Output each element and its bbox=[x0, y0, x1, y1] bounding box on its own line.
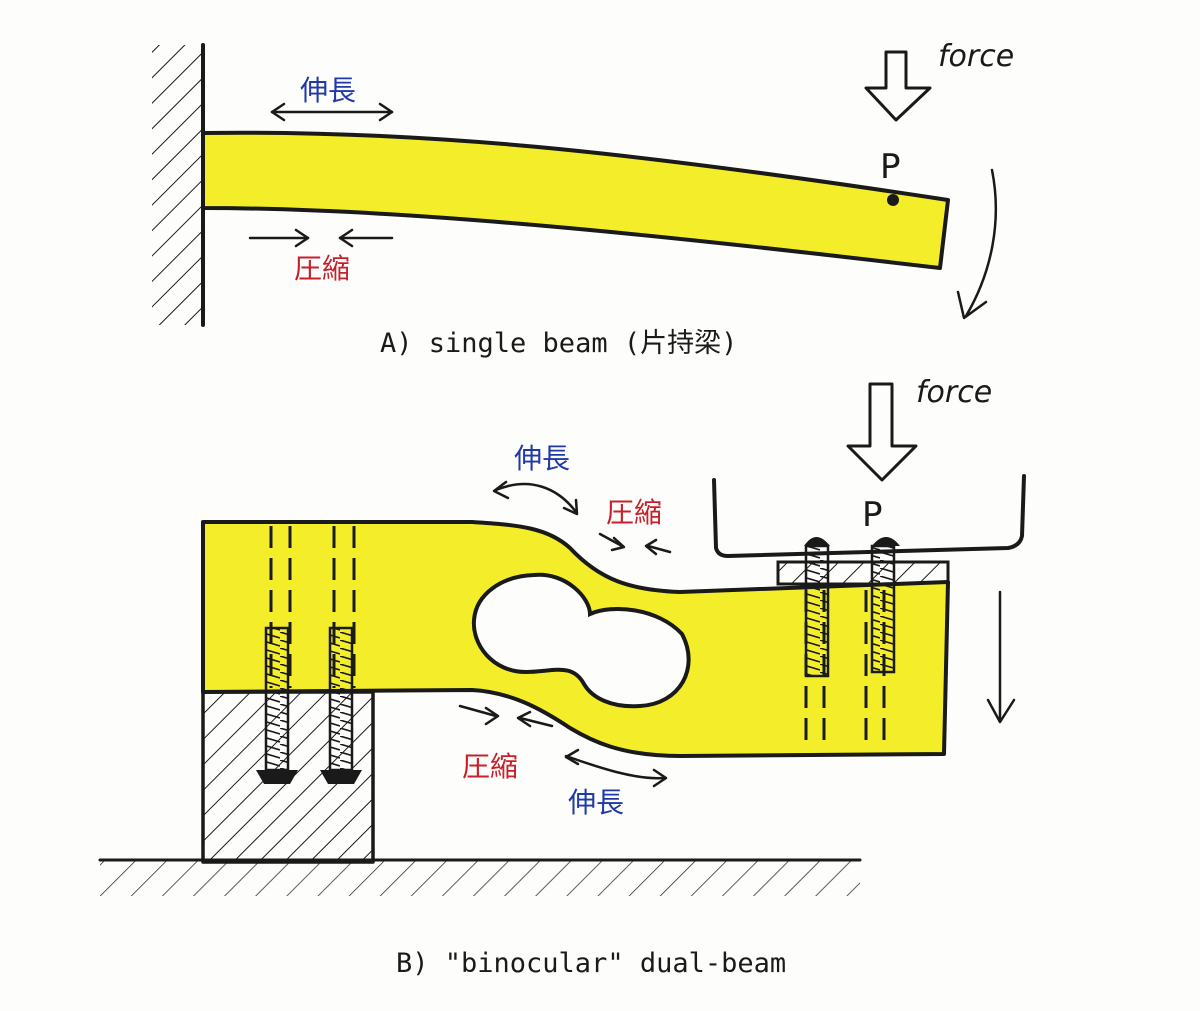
tension-arrow-top bbox=[492, 480, 579, 516]
point-p-label-b: P bbox=[862, 495, 883, 535]
deflection-arrow-b bbox=[986, 590, 1016, 724]
point-p-marker bbox=[887, 194, 899, 206]
single-beam-diagram: 伸長 圧縮 force P A) single beam (片持梁) bbox=[152, 39, 1014, 359]
caption-b: B) "binocular" dual-beam bbox=[396, 948, 786, 979]
fixed-wall bbox=[152, 43, 205, 327]
tension-arrow bbox=[270, 102, 394, 122]
compression-arrows-top bbox=[598, 532, 672, 556]
force-label: force bbox=[938, 39, 1014, 74]
deflection-arrow bbox=[956, 168, 998, 320]
screw-left-1 bbox=[256, 626, 298, 784]
force-arrow bbox=[864, 50, 932, 122]
caption-a: A) single beam (片持梁) bbox=[380, 328, 737, 359]
screw-right-1 bbox=[804, 537, 830, 678]
compression-label-bottom: 圧縮 bbox=[462, 750, 518, 783]
compression-arrows-bottom bbox=[458, 704, 554, 728]
ground bbox=[98, 858, 862, 896]
force-label-b: force bbox=[916, 375, 992, 410]
tension-label: 伸長 bbox=[300, 74, 356, 107]
tension-label-top: 伸長 bbox=[514, 442, 570, 475]
compression-arrows bbox=[248, 228, 394, 248]
cantilever-beam bbox=[201, 130, 950, 270]
screw-left-2 bbox=[320, 626, 362, 784]
compression-label-top: 圧縮 bbox=[606, 496, 662, 529]
tension-arrow-bottom bbox=[564, 748, 668, 788]
screw-right-2 bbox=[870, 537, 900, 674]
binocular-beam-diagram: force P 伸長 圧縮 圧縮 bbox=[98, 375, 1026, 979]
binocular-hole bbox=[471, 572, 691, 709]
force-arrow-b bbox=[846, 382, 918, 482]
compression-label: 圧縮 bbox=[294, 252, 350, 285]
point-p-label: P bbox=[880, 147, 901, 187]
tension-label-bottom: 伸長 bbox=[568, 786, 624, 819]
